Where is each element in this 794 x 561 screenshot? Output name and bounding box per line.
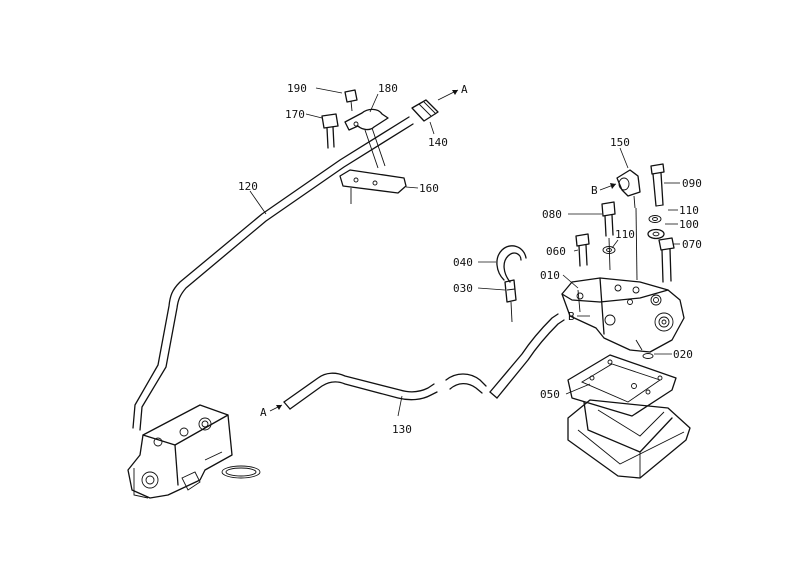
label-060: 060 <box>546 245 566 258</box>
elbow-150 <box>616 169 641 281</box>
label-100: 100 <box>679 218 699 231</box>
bolt-090 <box>650 163 665 207</box>
hook-040 <box>496 245 527 283</box>
label-120: 120 <box>238 180 258 193</box>
bolt-060 <box>575 233 590 267</box>
base-housing <box>567 399 691 479</box>
ref-a-top: A <box>461 83 468 96</box>
ref-a-left: A <box>260 406 267 419</box>
label-190: 190 <box>287 82 307 95</box>
part-labels: 190 180 170 140 160 120 150 090 080 110 … <box>238 82 702 436</box>
nut-140 <box>411 99 439 122</box>
gasket-050 <box>567 354 677 417</box>
washer-110-lower <box>602 246 616 254</box>
washer-110-upper <box>648 215 662 223</box>
pipe-130 <box>283 313 565 410</box>
label-040: 040 <box>453 256 473 269</box>
bolt-080 <box>601 201 616 271</box>
label-050: 050 <box>540 388 560 401</box>
washer-100 <box>647 228 665 240</box>
bolt-190 <box>344 89 358 112</box>
label-110-lower: 110 <box>615 228 635 241</box>
label-140: 140 <box>428 136 448 149</box>
leader-lines <box>249 87 680 417</box>
label-070: 070 <box>682 238 702 251</box>
label-020: 020 <box>673 348 693 361</box>
ref-b-upper: B <box>591 184 598 197</box>
clamp-180 <box>344 108 389 131</box>
label-030: 030 <box>453 282 473 295</box>
plate-160 <box>339 127 407 204</box>
fitting-030 <box>504 279 517 323</box>
bolt-170 <box>321 113 339 149</box>
label-160: 160 <box>419 182 439 195</box>
o-ring-left <box>221 465 261 479</box>
o-ring-020 <box>642 353 654 359</box>
label-170: 170 <box>285 108 305 121</box>
label-090: 090 <box>682 177 702 190</box>
label-010: 010 <box>540 269 560 282</box>
label-110-upper: 110 <box>679 204 699 217</box>
bolt-070 <box>658 237 675 283</box>
reference-arrows <box>269 89 617 412</box>
label-180: 180 <box>378 82 398 95</box>
ref-b-lower: B <box>568 310 575 323</box>
pipe-120 <box>132 116 414 431</box>
label-130: 130 <box>392 423 412 436</box>
valve-body-010 <box>561 277 685 353</box>
label-150: 150 <box>610 136 630 149</box>
label-080: 080 <box>542 208 562 221</box>
valve-block-left <box>127 404 233 499</box>
